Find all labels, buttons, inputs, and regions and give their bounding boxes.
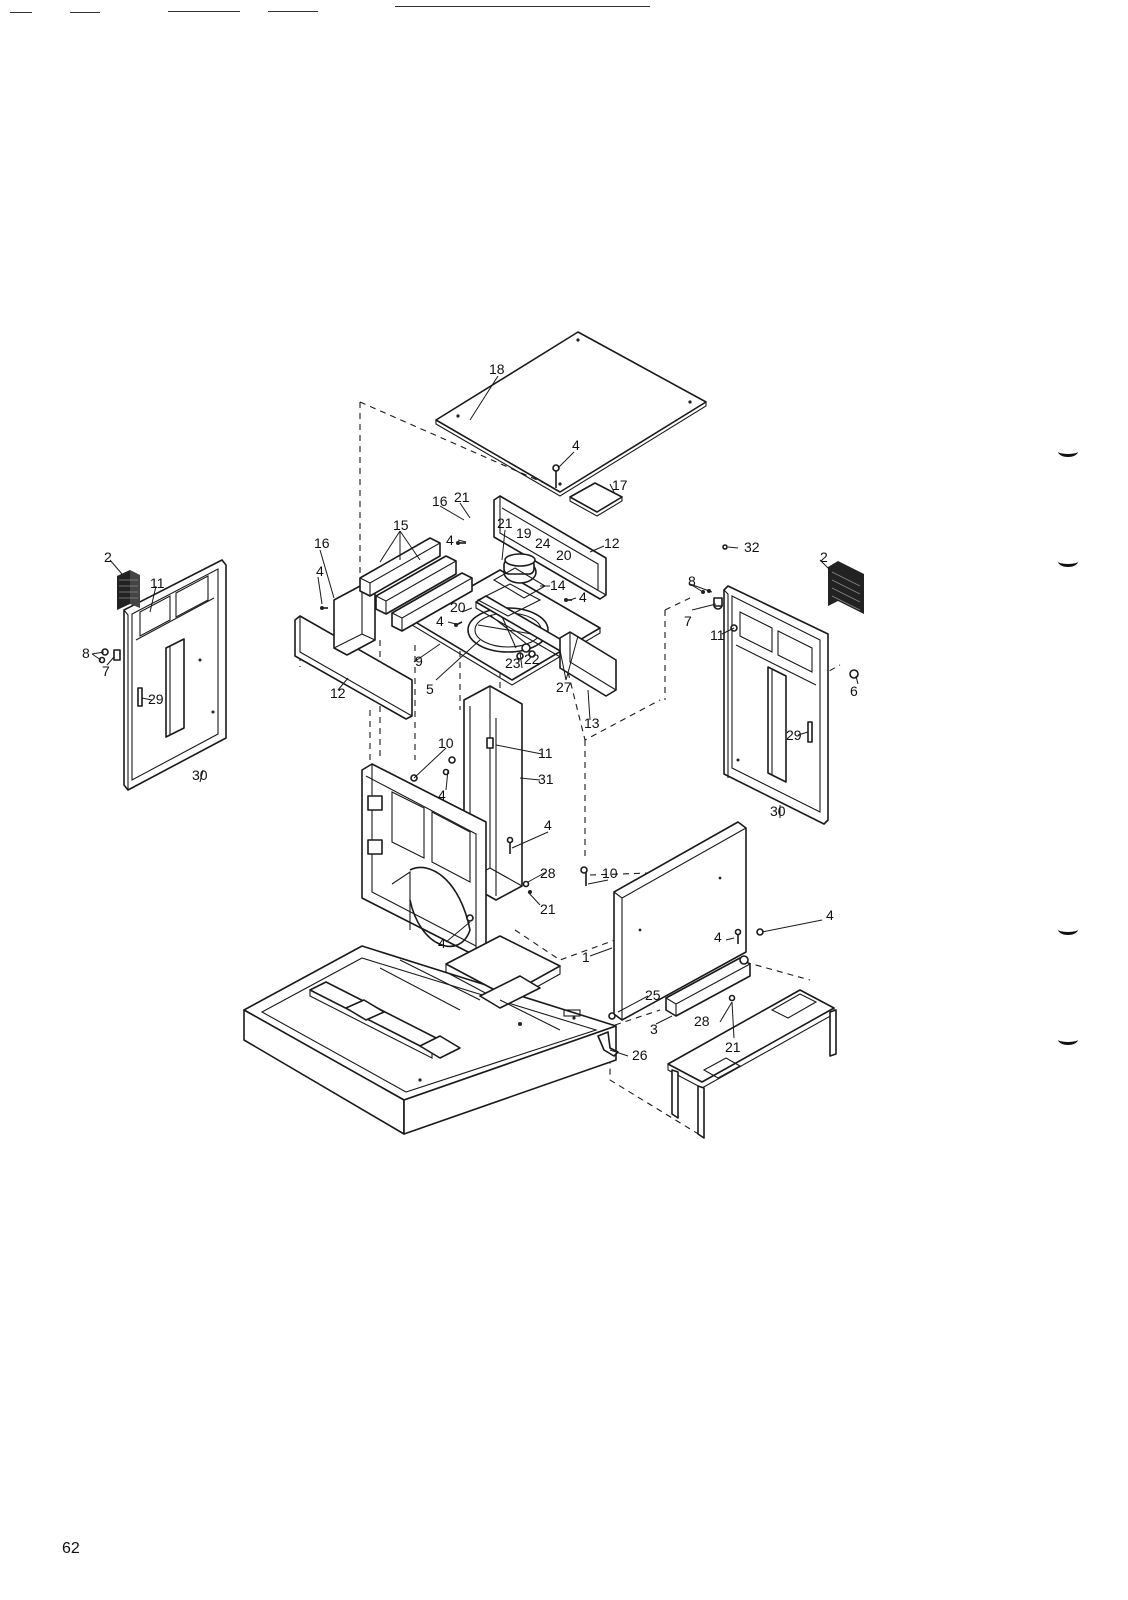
callout-8: 8 (688, 573, 696, 589)
callout-4: 4 (544, 817, 552, 833)
callout-4: 4 (714, 929, 722, 945)
callout-23: 23 (505, 655, 521, 671)
callout-labels: 18 4 17 16 21 15 16 4 4 21 19 24 12 20 1… (82, 361, 858, 1063)
page-number: 62 (62, 1540, 80, 1557)
binding-mark (1058, 1034, 1078, 1045)
callout-4: 4 (826, 907, 834, 923)
fan-motor (492, 553, 547, 599)
callout-17: 17 (612, 477, 628, 493)
binding-mark (1058, 924, 1078, 935)
callout-4: 4 (446, 532, 454, 548)
screw (552, 464, 560, 488)
callout-10: 10 (438, 735, 454, 751)
callout-16: 16 (432, 493, 448, 509)
filter-rails (359, 537, 473, 632)
callout-20: 20 (450, 599, 466, 615)
callout-30: 30 (192, 767, 208, 783)
callout-2: 2 (104, 549, 112, 565)
angle-bracket (597, 1031, 619, 1057)
callout-30: 30 (770, 803, 786, 819)
left-louvre-grille (117, 570, 140, 610)
callout-13: 13 (584, 715, 600, 731)
scan-artifact-line (70, 12, 100, 13)
binding-mark (1058, 556, 1078, 567)
callout-14: 14 (550, 577, 566, 593)
callout-2: 2 (820, 549, 828, 565)
callout-22: 22 (524, 651, 540, 667)
callout-4: 4 (438, 787, 446, 803)
callout-11: 11 (538, 745, 553, 761)
side-rail (559, 631, 617, 697)
callout-4: 4 (579, 589, 587, 605)
callout-6: 6 (850, 683, 858, 699)
right-louvre-grille (828, 561, 864, 614)
small-fastener (722, 544, 728, 550)
leader-lines (91, 375, 859, 1057)
callout-10: 10 (602, 865, 618, 881)
callout-24: 24 (535, 535, 551, 551)
callout-21: 21 (497, 515, 513, 531)
callout-28: 28 (694, 1013, 710, 1029)
callout-12: 12 (604, 535, 620, 551)
callout-4: 4 (316, 563, 324, 579)
callout-31: 31 (538, 771, 554, 787)
callout-7: 7 (684, 613, 692, 629)
left-frame (361, 763, 487, 957)
callout-3: 3 (650, 1021, 658, 1037)
left-side-panel (123, 559, 227, 791)
base-tray (243, 935, 617, 1135)
scan-artifact-line (168, 11, 240, 12)
callout-29: 29 (786, 727, 802, 743)
left-latch (98, 648, 121, 664)
scan-artifact-line (395, 6, 650, 7)
scan-artifact-line (10, 12, 32, 13)
front-top-panel (294, 615, 413, 720)
callout-28: 28 (540, 865, 556, 881)
callout-5: 5 (426, 681, 434, 697)
scan-artifact-line (268, 11, 318, 12)
callout-21: 21 (725, 1039, 741, 1055)
callout-11: 11 (710, 627, 725, 643)
callout-26: 26 (632, 1047, 648, 1063)
callout-9: 9 (415, 653, 423, 669)
callout-18: 18 (489, 361, 505, 377)
callout-1: 1 (582, 949, 590, 965)
callout-4: 4 (436, 613, 444, 629)
callout-11: 11 (150, 575, 165, 591)
motor-bracket (476, 583, 542, 617)
callout-8: 8 (82, 645, 90, 661)
callout-20: 20 (556, 547, 572, 563)
lower-fasteners (410, 756, 764, 1020)
binding-mark (1058, 446, 1078, 457)
top-cover (435, 331, 707, 497)
callout-32: 32 (744, 539, 760, 555)
callout-4: 4 (438, 935, 446, 951)
callout-25: 25 (645, 987, 661, 1003)
callout-21: 21 (540, 901, 556, 917)
callout-27: 27 (556, 679, 572, 695)
callout-21: 21 (454, 489, 470, 505)
callout-29: 29 (148, 691, 164, 707)
right-side-panel (723, 585, 829, 825)
callout-19: 19 (516, 525, 532, 541)
callout-4: 4 (572, 437, 580, 453)
callout-12: 12 (330, 685, 346, 701)
callout-16: 16 (314, 535, 330, 551)
rear-top-panel (493, 495, 607, 600)
callout-15: 15 (393, 517, 409, 533)
callout-7: 7 (102, 663, 110, 679)
stand-bracket (667, 989, 837, 1139)
small-plate (569, 482, 623, 517)
